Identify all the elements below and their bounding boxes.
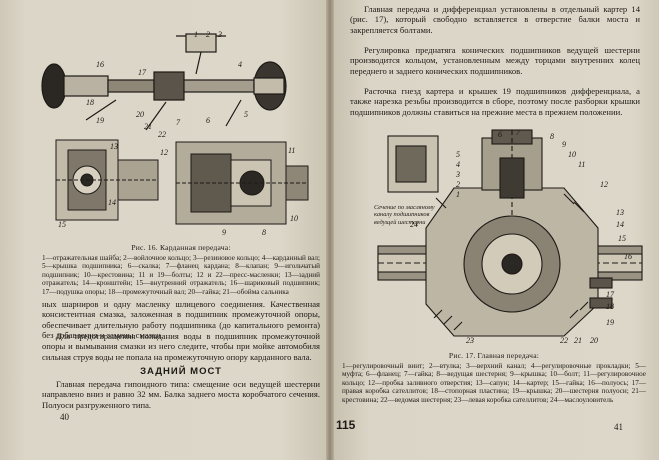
page-number-right: 41 <box>614 422 623 432</box>
right-paragraph-1: Главная передача и дифференциал установл… <box>350 4 640 35</box>
left-paragraph-1: ных шарниров и одну масленку шлицевого с… <box>42 299 320 341</box>
right-paragraph-2: Регулировка преднатяга конических подшип… <box>350 45 640 76</box>
fig17-label: 7 <box>516 128 520 137</box>
figure-17-caption: Рис. 17. Главная передача: 1—регулировоч… <box>342 351 646 405</box>
fig17-label: 14 <box>616 220 624 229</box>
fig17-label: 18 <box>606 302 614 311</box>
fig16-label: 5 <box>244 110 248 119</box>
fig17-label: 16 <box>624 252 632 261</box>
page-stamp: 115 <box>336 418 356 432</box>
fig17-label: 20 <box>590 336 598 345</box>
fig16-label: 2 <box>206 30 210 39</box>
fig17-label: 1 <box>456 190 460 199</box>
fig16-label: 8 <box>262 228 266 237</box>
fig17-label: 11 <box>578 160 586 169</box>
fig17-label: 21 <box>574 336 582 345</box>
fig17-label: 10 <box>568 150 576 159</box>
fig16-label: 22 <box>158 130 166 139</box>
fig17-label: 9 <box>562 140 566 149</box>
fig16-label: 4 <box>238 60 242 69</box>
fig16-label: 11 <box>288 146 296 155</box>
right-page: Главная передача и дифференциал установл… <box>330 0 659 460</box>
fig16-label: 12 <box>160 148 168 157</box>
fig16-label: 15 <box>58 220 66 229</box>
fig17-label: 13 <box>616 208 624 217</box>
left-paragraph-2: Для предотвращения попадания воды в подш… <box>42 331 320 362</box>
fig17-label: 23 <box>466 336 474 345</box>
fig17-label: 17 <box>606 290 614 299</box>
left-page: 1 2 3 16 17 4 5 6 7 18 19 20 21 22 8 9 1… <box>0 0 330 460</box>
fig16-label: 21 <box>144 122 152 131</box>
fig17-label: 2 <box>456 180 460 189</box>
book-gutter <box>326 0 334 460</box>
figure-17-caption-text: 1—регулировочный винт; 2—втулка; 3—верхн… <box>342 361 646 404</box>
fig16-label: 14 <box>108 198 116 207</box>
fig16-label: 7 <box>176 118 180 127</box>
figure-16-caption-text: 1—отражательная шайба; 2—войлочное кольц… <box>42 253 320 296</box>
fig16-label: 10 <box>290 214 298 223</box>
fig16-label: 16 <box>96 60 104 69</box>
fig16-label: 3 <box>218 30 222 39</box>
figure-17-drawing <box>377 129 643 337</box>
fig16-label: 18 <box>86 98 94 107</box>
fig17-label: 3 <box>456 170 460 179</box>
left-paragraph-3: Главная передача гипоидного типа: смещен… <box>42 379 320 410</box>
fig16-label: 13 <box>110 142 118 151</box>
fig17-label: 6 <box>498 130 502 139</box>
figure-17-note: Сечение по масляному каналу подшипников … <box>374 204 435 226</box>
figure-17-final-drive: Сечение по масляному каналу подшипников … <box>374 128 646 350</box>
fig17-label: 12 <box>600 180 608 189</box>
fig17-label: 24 <box>410 220 418 229</box>
fig17-label: 15 <box>618 234 626 243</box>
fig17-label: 5 <box>456 150 460 159</box>
fig16-label: 6 <box>206 116 210 125</box>
fig17-label: 22 <box>560 336 568 345</box>
fig16-label: 20 <box>136 110 144 119</box>
figure-16-caption: Рис. 16. Карданная передача: 1—отражател… <box>42 243 320 297</box>
fig16-label: 1 <box>194 30 198 39</box>
fig16-label: 19 <box>96 116 104 125</box>
figure-17-caption-title: Рис. 17. Главная передача: <box>448 351 540 360</box>
fig17-label: 4 <box>456 160 460 169</box>
fig16-label: 17 <box>138 68 146 77</box>
fig16-label: 9 <box>222 228 226 237</box>
figure-16-drawing <box>41 33 309 225</box>
fig17-label: 19 <box>606 318 614 327</box>
fig17-label: 8 <box>550 132 554 141</box>
page-number-left: 40 <box>60 412 69 422</box>
figure-16-caption-title: Рис. 16. Карданная передача: <box>131 243 231 252</box>
section-heading-rear-axle: ЗАДНИЙ МОСТ <box>140 366 222 377</box>
figure-16-propeller-shaft: 1 2 3 16 17 4 5 6 7 18 19 20 21 22 8 9 1… <box>26 30 316 242</box>
right-paragraph-3: Расточка гнезд картера и крышек 19 подши… <box>350 86 640 117</box>
